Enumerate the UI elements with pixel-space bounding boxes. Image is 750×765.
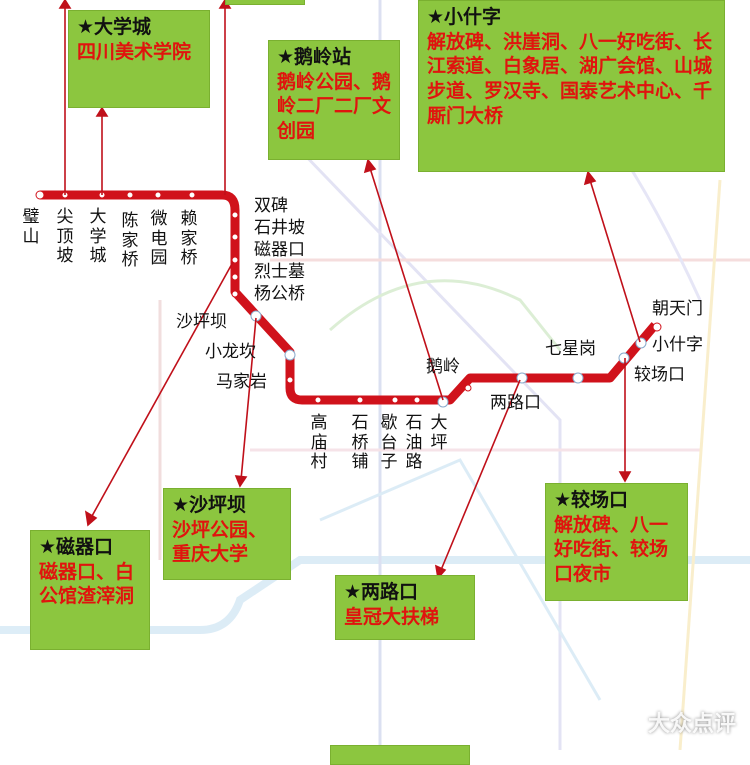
watermark: 大众点评 — [647, 712, 736, 737]
station-xietaizi: 歇台子 — [380, 413, 398, 473]
info-box-lianglukou: ★两路口 皇冠大扶梯 — [335, 575, 475, 640]
box-desc: 解放碑、洪崖洞、八一好吃街、长江索道、白象居、湖广会馆、山城步道、罗汉寺、国泰艺… — [427, 30, 713, 127]
station-qixinggang: 七星岗 — [545, 339, 596, 359]
box-title: ★鹅岭站 — [277, 46, 352, 68]
station-weidianyuan: 微电园 — [150, 209, 168, 269]
top-cut-box — [225, 0, 305, 5]
station-lieshimu: 烈士墓 — [254, 262, 305, 282]
box-desc: 磁器口、白公馆渣滓洞 — [39, 560, 135, 608]
station-chaotianmen: 朝天门 — [652, 299, 703, 319]
info-box-jiaochangkou: ★较场口 解放碑、八一好吃街、较场口夜市 — [545, 483, 688, 601]
station-daping: 大坪 — [430, 413, 448, 453]
box-desc: 四川美术学院 — [77, 40, 192, 63]
station-chenjiaqiao: 陈家桥 — [121, 211, 139, 271]
station-xiaoshizi: 小什字 — [652, 335, 703, 355]
box-title: ★沙坪坝 — [172, 494, 247, 516]
station-laijiaqiao: 赖家桥 — [180, 209, 198, 269]
box-desc: 鹅岭公园、鹅岭二厂二厂文创园 — [277, 70, 392, 143]
station-lianglukou: 两路口 — [490, 393, 541, 413]
station-jiandingpo: 尖顶坡 — [56, 207, 74, 267]
station-daxuecheng: 大学城 — [89, 207, 107, 267]
station-shapingba: 沙坪坝 — [176, 312, 227, 332]
box-title: ★大学城 — [77, 16, 152, 38]
pointer-arrows — [58, 0, 641, 580]
station-shijingpo: 石井坡 — [254, 218, 305, 238]
station-majiayan: 马家岩 — [216, 372, 267, 392]
station-dots — [35, 190, 662, 408]
station-shiqiaopu: 石桥铺 — [351, 413, 369, 473]
bottom-cut-box — [330, 745, 470, 765]
station-yanggongqiao: 杨公桥 — [254, 284, 305, 304]
station-shiyoulu: 石油路 — [405, 413, 423, 473]
box-desc: 皇冠大扶梯 — [344, 605, 440, 628]
info-box-eling: ★鹅岭站 鹅岭公园、鹅岭二厂二厂文创园 — [268, 40, 400, 160]
station-gaomiaocun: 高庙村 — [310, 413, 328, 473]
station-xiaolongkan: 小龙坎 — [205, 342, 256, 362]
station-shuangbei: 双碑 — [254, 196, 288, 216]
station-jiaochangkou: 较场口 — [634, 365, 685, 385]
info-box-ciqikou: ★磁器口 磁器口、白公馆渣滓洞 — [30, 530, 150, 650]
info-box-daxuecheng: ★大学城 四川美术学院 — [68, 10, 210, 108]
station-eling: 鹅岭 — [426, 357, 460, 377]
box-desc: 解放碑、八一好吃街、较场口夜市 — [554, 513, 669, 586]
box-title: ★磁器口 — [39, 536, 114, 558]
box-desc: 沙坪公园、重庆大学 — [172, 518, 268, 566]
box-title: ★小什字 — [427, 6, 502, 28]
station-ciqikou: 磁器口 — [254, 240, 305, 260]
station-bishan: 璧山 — [22, 207, 40, 247]
info-box-xiaoshizi: ★小什字 解放碑、洪崖洞、八一好吃街、长江索道、白象居、湖广会馆、山城步道、罗汉… — [418, 0, 725, 172]
metro-line-1 — [40, 190, 659, 405]
info-box-shapingba: ★沙坪坝 沙坪公园、重庆大学 — [163, 488, 291, 580]
box-title: ★较场口 — [554, 489, 629, 511]
box-title: ★两路口 — [344, 581, 419, 603]
